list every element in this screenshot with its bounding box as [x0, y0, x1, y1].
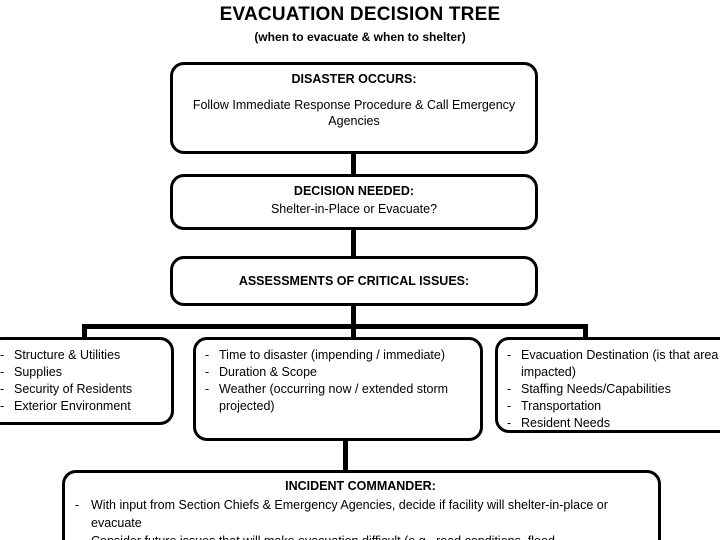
- list-item-label: Consider future issues that will make ev…: [91, 534, 555, 540]
- list-item: - Evacuation Destination (is that area i…: [507, 347, 720, 381]
- bullet-dash: -: [0, 365, 5, 379]
- node-disaster-occurs-body: Follow Immediate Response Procedure & Ca…: [192, 98, 516, 128]
- bullet-dash: -: [75, 532, 79, 540]
- node-destination-assessment-content: - Evacuation Destination (is that area i…: [498, 340, 720, 438]
- bullet-dash: -: [507, 399, 512, 413]
- connector-assessments-to-split: [351, 304, 356, 328]
- list-item: - Weather (occurring now / extended stor…: [205, 381, 471, 415]
- node-assessments[interactable]: ASSESSMENTS OF CRITICAL ISSUES:: [170, 256, 538, 306]
- connector-split-to-structure: [82, 324, 87, 342]
- bullet-dash: -: [75, 498, 80, 512]
- connector-disaster-to-decision: [351, 152, 356, 176]
- list-item-label: With input from Section Chiefs & Emergen…: [91, 498, 608, 530]
- list-item-label: Time to disaster (impending / immediate): [219, 348, 446, 362]
- timing-list: - Time to disaster (impending / immediat…: [205, 347, 471, 415]
- list-item: - Structure & Utilities: [0, 347, 162, 364]
- node-assessments-heading: ASSESSMENTS OF CRITICAL ISSUES:: [238, 274, 470, 288]
- list-item: - With input from Section Chiefs & Emerg…: [75, 496, 646, 532]
- list-item-label: Evacuation Destination (is that area imp…: [521, 348, 719, 379]
- connector-split-bar: [82, 324, 588, 329]
- page-subtitle: (when to evacuate & when to shelter): [254, 30, 466, 44]
- node-destination-assessment[interactable]: - Evacuation Destination (is that area i…: [495, 337, 720, 433]
- node-disaster-occurs-heading: DISASTER OCCURS:: [291, 72, 417, 86]
- list-item: - Security of Residents: [0, 381, 162, 398]
- destination-list: - Evacuation Destination (is that area i…: [507, 347, 720, 432]
- connector-split-to-destination: [583, 324, 588, 342]
- node-incident-commander[interactable]: INCIDENT COMMANDER: - With input from Se…: [62, 470, 661, 540]
- list-item: - Supplies: [0, 364, 162, 381]
- node-incident-commander-content: INCIDENT COMMANDER: - With input from Se…: [65, 473, 658, 540]
- list-item: - Transportation: [507, 398, 720, 415]
- node-timing-assessment-content: - Time to disaster (impending / immediat…: [196, 340, 480, 421]
- list-item-label: Duration & Scope: [219, 365, 317, 379]
- node-decision-needed-heading: DECISION NEEDED:: [293, 184, 415, 198]
- node-structure-assessment-content: - Structure & Utilities - Supplies - Sec…: [0, 340, 171, 421]
- connector-timing-to-commander: [343, 437, 348, 473]
- list-item: - Staffing Needs/Capabilities: [507, 381, 720, 398]
- node-decision-needed[interactable]: DECISION NEEDED: Shelter-in-Place or Eva…: [170, 174, 538, 230]
- node-disaster-occurs[interactable]: DISASTER OCCURS: Follow Immediate Respon…: [170, 62, 538, 154]
- list-item-label: Structure & Utilities: [14, 348, 121, 362]
- bullet-dash: -: [205, 382, 210, 396]
- node-disaster-occurs-content: DISASTER OCCURS: Follow Immediate Respon…: [173, 65, 535, 135]
- bullet-dash: -: [507, 416, 512, 430]
- connector-split-to-timing: [351, 324, 356, 342]
- bullet-dash: -: [205, 365, 210, 379]
- node-incident-commander-heading: INCIDENT COMMANDER:: [285, 479, 436, 493]
- list-item-label: Weather (occurring now / extended storm …: [219, 382, 449, 413]
- list-item-label: Supplies: [14, 365, 62, 379]
- list-item-label: Staffing Needs/Capabilities: [521, 382, 671, 396]
- node-decision-needed-content: DECISION NEEDED: Shelter-in-Place or Eva…: [173, 177, 535, 223]
- page-title: EVACUATION DECISION TREE: [219, 4, 501, 25]
- list-item: - Resident Needs: [507, 415, 720, 432]
- list-item: - Exterior Environment: [0, 398, 162, 415]
- node-timing-assessment[interactable]: - Time to disaster (impending / immediat…: [193, 337, 483, 441]
- bullet-dash: -: [205, 348, 210, 362]
- list-item: - Duration & Scope: [205, 364, 471, 381]
- commander-list: - With input from Section Chiefs & Emerg…: [75, 496, 646, 540]
- bullet-dash: -: [507, 348, 512, 362]
- bullet-dash: -: [0, 382, 5, 396]
- list-item-label: Resident Needs: [521, 416, 610, 430]
- list-item-label: Exterior Environment: [14, 399, 131, 413]
- bullet-dash: -: [0, 348, 5, 362]
- structure-list: - Structure & Utilities - Supplies - Sec…: [0, 347, 162, 415]
- list-item-label: Security of Residents: [14, 382, 133, 396]
- list-item: - Time to disaster (impending / immediat…: [205, 347, 471, 364]
- node-assessments-content: ASSESSMENTS OF CRITICAL ISSUES:: [173, 259, 535, 297]
- list-item-label: Transportation: [521, 399, 602, 413]
- connector-decision-to-assessments: [351, 228, 356, 258]
- bullet-dash: -: [507, 382, 512, 396]
- node-structure-assessment[interactable]: - Structure & Utilities - Supplies - Sec…: [0, 337, 174, 425]
- bullet-dash: -: [0, 399, 5, 413]
- list-item: - Consider future issues that will make …: [75, 532, 646, 540]
- node-decision-needed-body: Shelter-in-Place or Evacuate?: [270, 202, 438, 216]
